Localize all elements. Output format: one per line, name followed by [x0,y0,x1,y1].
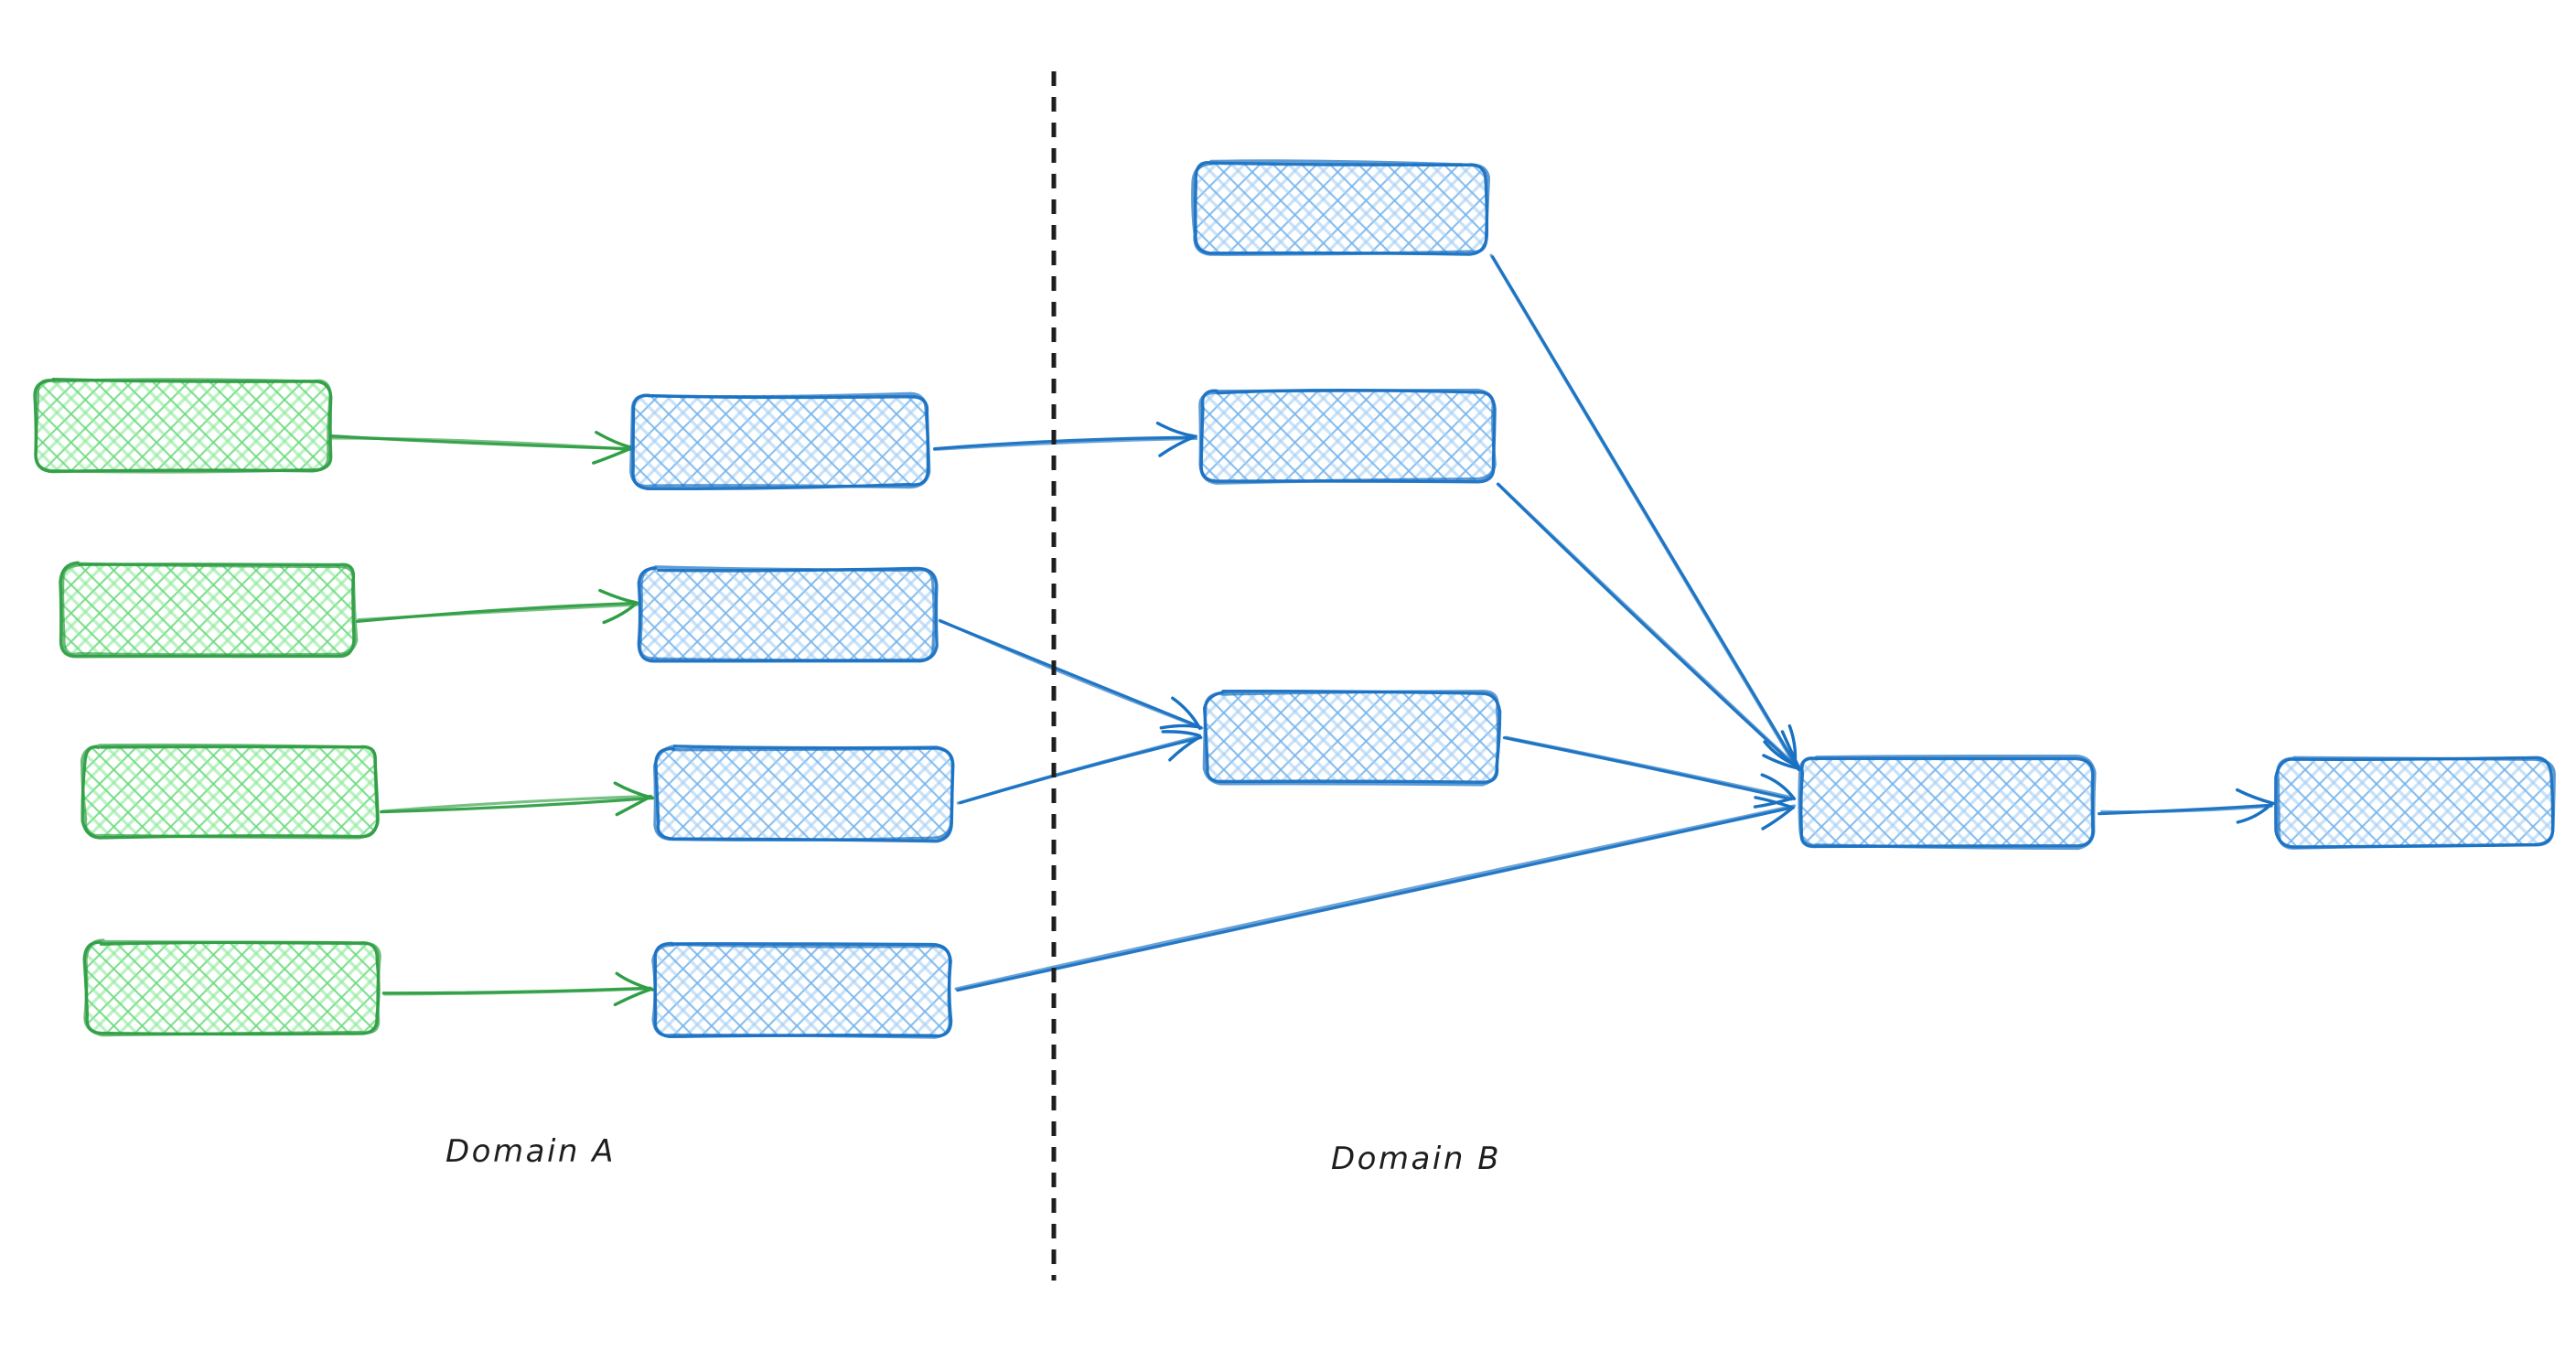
edge-a3-b3[interactable] [380,781,655,817]
node-c2[interactable] [1198,388,1497,485]
node-outline [80,743,380,840]
label-domain-b: Domain B [1331,1141,1501,1177]
edge-shaft [1489,253,1798,767]
edge-shaft [954,804,1797,991]
node-d1[interactable] [1798,754,2097,851]
arrowhead-stroke [592,447,630,465]
node-c1[interactable] [1191,159,1491,256]
node-outline [1202,690,1500,787]
node-outline [651,942,953,1039]
node-a4[interactable] [82,938,381,1037]
node-fill [1194,163,1487,252]
edge-a2-b2[interactable] [355,588,639,625]
arrowhead-stroke [1158,434,1197,457]
edge-shaft [381,794,653,813]
arrowhead-stroke [1171,696,1202,730]
arrowhead-stroke [1159,724,1203,730]
edge-shaft [1497,482,1801,771]
node-a3[interactable] [80,743,380,840]
node-outline [59,561,356,659]
arrowhead-stroke [2236,801,2274,824]
arrowhead-stroke [1753,797,1795,809]
edge-shaft [382,987,654,996]
node-outline [1202,689,1502,784]
node-e1[interactable] [2274,756,2556,850]
node-fill [1206,693,1498,783]
edge-shaft [938,618,1204,730]
node-outline [83,938,381,1037]
node-b1[interactable] [629,391,931,491]
node-c3[interactable] [1202,689,1502,787]
node-fill [655,945,950,1036]
node-outline [60,562,359,657]
edge-a4-b4[interactable] [381,971,655,1007]
arrowhead-stroke [1168,734,1202,762]
node-a2[interactable] [59,561,359,659]
node-fill [640,569,935,660]
arrowhead-stroke [613,781,654,800]
arrowhead-stroke [1762,754,1801,770]
arrowhead-stroke [1754,796,1795,809]
edge-c1-d1[interactable] [1489,253,1798,767]
arrowhead-stroke [2235,788,2275,806]
node-outline [1191,159,1491,256]
arrowhead-stroke [613,987,653,1007]
arrowhead-stroke [602,602,638,625]
labels-layer: Domain A Domain B [445,1133,1501,1177]
node-outline [34,378,333,474]
node-outline [1198,388,1497,485]
edge-b2-c3[interactable] [938,618,1204,730]
edge-c2-d1[interactable] [1496,482,1801,772]
node-fill [84,745,377,837]
arrowhead-stroke [1155,421,1196,438]
node-fill [86,942,379,1034]
arrowhead-stroke [615,971,655,991]
edge-shaft [2100,804,2273,814]
arrowhead-stroke [1760,773,1797,801]
edge-d1-e1[interactable] [2097,788,2275,824]
node-outline [2276,756,2556,850]
edge-c3-d1[interactable] [1502,735,1797,809]
edge-shaft [956,734,1202,805]
node-outline [629,391,931,489]
node-b2[interactable] [637,565,939,663]
node-outline [652,744,955,842]
node-fill [633,395,928,487]
edge-b1-c2[interactable] [933,421,1198,457]
edge-a1-b1[interactable] [329,431,632,465]
arrowhead-stroke [1780,730,1800,769]
edge-shaft [329,436,632,452]
node-outline [638,565,936,662]
arrowhead-stroke [1761,806,1794,831]
node-fill [1800,757,2093,847]
node-outline [1798,754,2097,851]
edge-b3-c3[interactable] [956,730,1203,805]
edges-layer [329,253,2275,1007]
node-a1[interactable] [33,378,333,474]
nodes-layer [33,159,2556,1039]
edge-shaft [933,436,1198,452]
edge-shaft [380,796,655,814]
node-fill [1201,391,1494,481]
node-fill [657,748,951,840]
edge-shaft [956,806,1794,992]
edge-b4-d1[interactable] [954,796,1797,992]
node-fill [62,564,355,656]
arrowhead-stroke [598,588,638,605]
node-b3[interactable] [652,744,955,843]
edge-shaft [357,603,639,622]
edge-shaft [1504,735,1794,799]
node-fill [2278,759,2552,846]
node-b4[interactable] [651,941,953,1039]
arrowhead-stroke [595,431,632,449]
node-fill [37,380,329,471]
node-outline [631,393,930,491]
arrowhead-stroke [1161,730,1202,738]
label-domain-a: Domain A [445,1133,616,1170]
arrowhead-stroke [615,795,652,817]
